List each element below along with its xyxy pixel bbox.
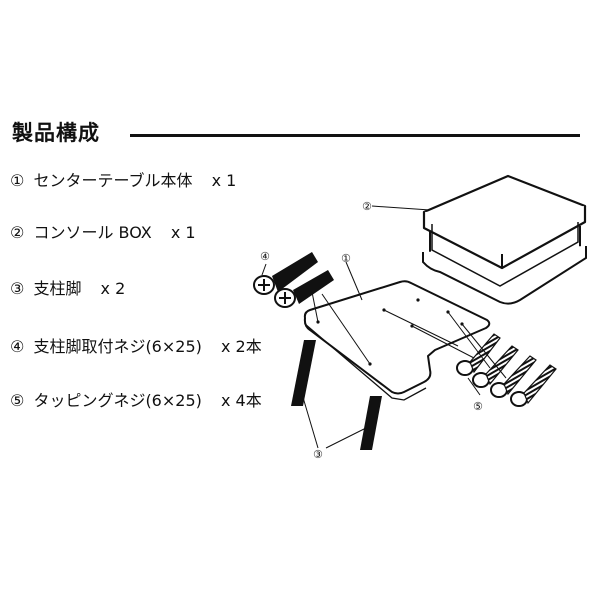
part-quantity: x 4本 (220, 391, 262, 410)
support-leg-icon (291, 340, 382, 450)
part-name: タッピングネジ(6×25) (33, 391, 202, 410)
part-number: ① (10, 171, 25, 190)
part-number: ④ (10, 337, 25, 356)
parts-list-item: ③ 支柱脚 x 2 (10, 278, 125, 300)
callout-tapping-screws: ⑤ (473, 400, 483, 413)
console-box-icon (422, 174, 587, 305)
part-number: ② (10, 223, 25, 242)
part-quantity: x 2 (100, 279, 126, 298)
part-name: 支柱脚 (33, 279, 82, 298)
section-title: 製品構成 (12, 121, 100, 145)
callout-box: ② (362, 200, 372, 213)
parts-list-item: ① センターテーブル本体 x 1 (10, 170, 236, 192)
tapping-screw-icon (456, 333, 557, 407)
callout-legs: ③ (313, 448, 323, 461)
part-quantity: x 1 (211, 171, 237, 190)
parts-list-item: ② コンソール BOX x 1 (10, 222, 196, 244)
callout-leg-screws: ④ (260, 250, 270, 263)
part-number: ③ (10, 279, 25, 298)
part-number: ⑤ (10, 391, 25, 410)
parts-list-item: ⑤ タッピングネジ(6×25) x 4本 (10, 390, 262, 412)
callout-plate: ① (341, 252, 351, 265)
part-name: コンソール BOX (33, 223, 152, 242)
leg-screw-icon (253, 252, 334, 308)
center-table-plate-icon (303, 280, 491, 401)
part-name: 支柱脚取付ネジ(6×25) (33, 337, 202, 356)
callout-leaders (261, 205, 507, 449)
title-divider (130, 134, 580, 137)
parts-list-item: ④ 支柱脚取付ネジ(6×25) x 2本 (10, 336, 262, 358)
part-quantity: x 2本 (220, 337, 262, 356)
part-quantity: x 1 (170, 223, 196, 242)
part-name: センターテーブル本体 (33, 171, 193, 190)
